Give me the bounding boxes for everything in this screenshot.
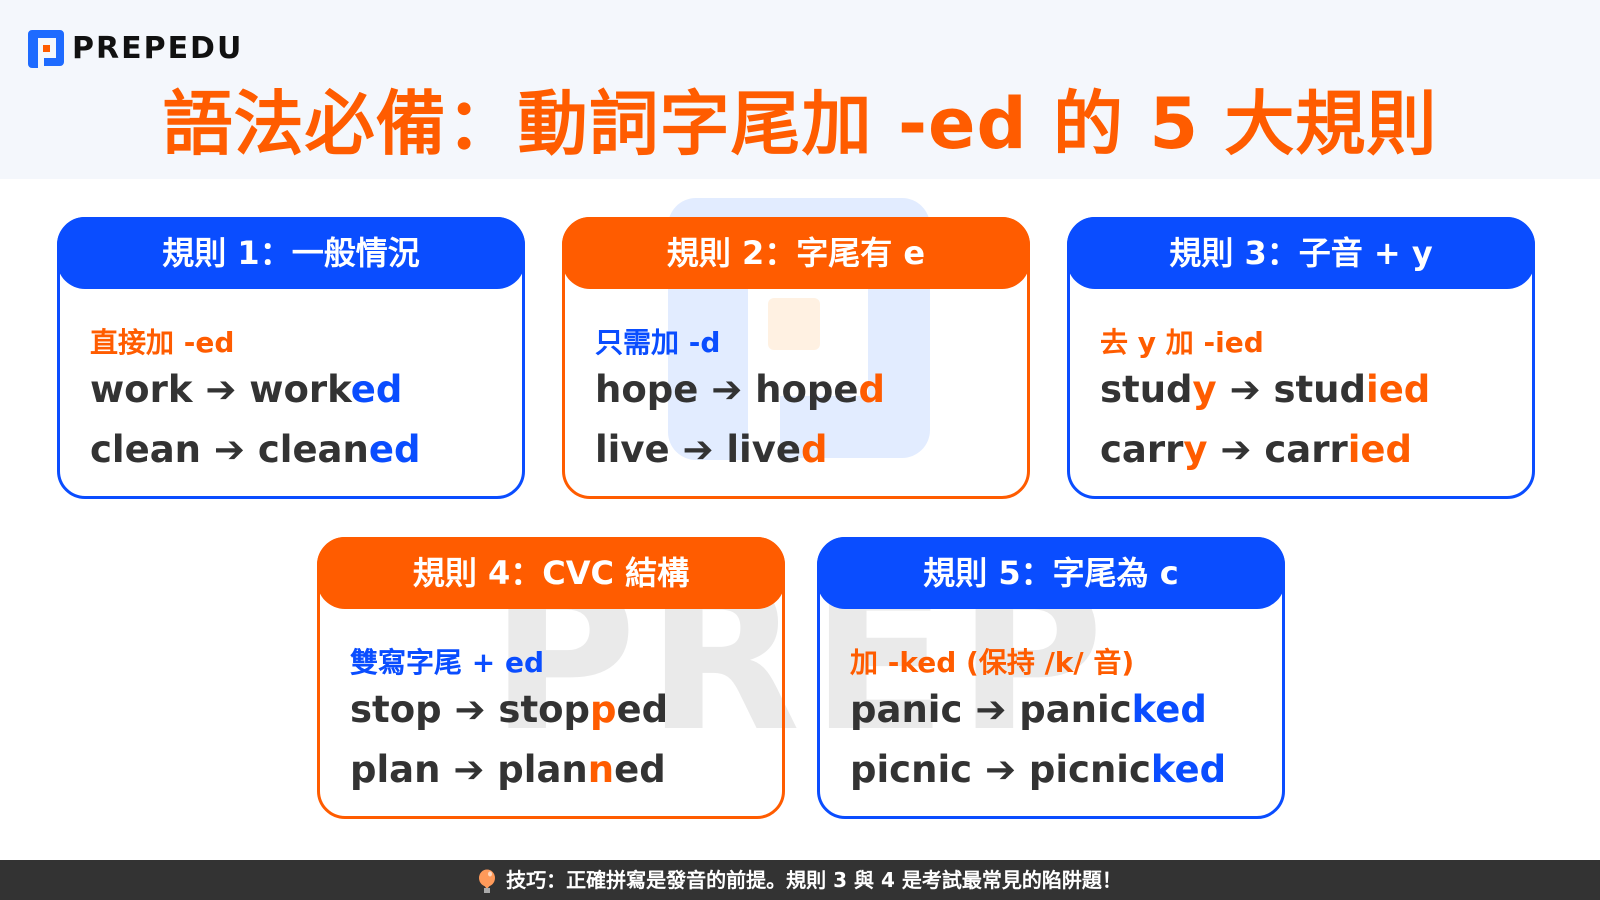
brand-name: PREPEDU [72,31,244,66]
lightbulb-icon [479,869,496,893]
rule-card-2: 規則 2：字尾有 e 只需加 -d hope ➔ hoped live ➔ li… [562,217,1030,499]
rule-heading: 規則 5：字尾為 c [817,537,1285,609]
arrow-icon: ➔ [453,748,485,791]
rule-heading: 規則 1：一般情況 [57,217,525,289]
arrow-icon: ➔ [682,428,714,471]
arrow-icon: ➔ [975,688,1007,731]
arrow-icon: ➔ [213,428,245,471]
example-row: picnic ➔ picnicked [850,748,1227,791]
header-band [0,0,1600,179]
example-row: panic ➔ panicked [850,688,1207,731]
example-row: work ➔ worked [90,368,403,411]
rule-instruction: 去 y 加 -ied [1100,326,1264,359]
prepedu-logo-icon [28,30,64,68]
tip-footer: 技巧：正確拼寫是發音的前提。規則 3 與 4 是考試最常見的陷阱題！ [0,860,1600,900]
arrow-icon: ➔ [454,688,486,731]
example-row: hope ➔ hoped [595,368,885,411]
rule-card-5: 規則 5：字尾為 c 加 -ked (保持 /k/ 音) panic ➔ pan… [817,537,1285,819]
rule-card-4: 規則 4：CVC 結構 雙寫字尾 + ed stop ➔ stopped pla… [317,537,785,819]
rule-instruction: 加 -ked (保持 /k/ 音) [850,646,1135,679]
rule-instruction: 只需加 -d [595,326,721,359]
rule-heading: 規則 4：CVC 結構 [317,537,785,609]
example-row: study ➔ studied [1100,368,1431,411]
arrow-icon: ➔ [711,368,743,411]
arrow-icon: ➔ [1229,368,1261,411]
rule-heading: 規則 3：子音 + y [1067,217,1535,289]
rule-instruction: 直接加 -ed [90,326,235,359]
rule-instruction: 雙寫字尾 + ed [350,646,545,679]
arrow-icon: ➔ [1220,428,1252,471]
rule-card-1: 規則 1：一般情況 直接加 -ed work ➔ worked clean ➔ … [57,217,525,499]
tip-text: 技巧：正確拼寫是發音的前提。規則 3 與 4 是考試最常見的陷阱題！ [506,868,1122,892]
brand-logo: PREPEDU [26,28,243,70]
rule-card-3: 規則 3：子音 + y 去 y 加 -ied study ➔ studied c… [1067,217,1535,499]
example-row: live ➔ lived [595,428,828,471]
example-row: clean ➔ cleaned [90,428,421,471]
example-row: carry ➔ carried [1100,428,1412,471]
rule-heading: 規則 2：字尾有 e [562,217,1030,289]
example-row: stop ➔ stopped [350,688,669,731]
arrow-icon: ➔ [984,748,1016,791]
example-row: plan ➔ planned [350,748,666,791]
arrow-icon: ➔ [205,368,237,411]
page-title: 語法必備：動詞字尾加 -ed 的 5 大規則 [162,83,1438,165]
